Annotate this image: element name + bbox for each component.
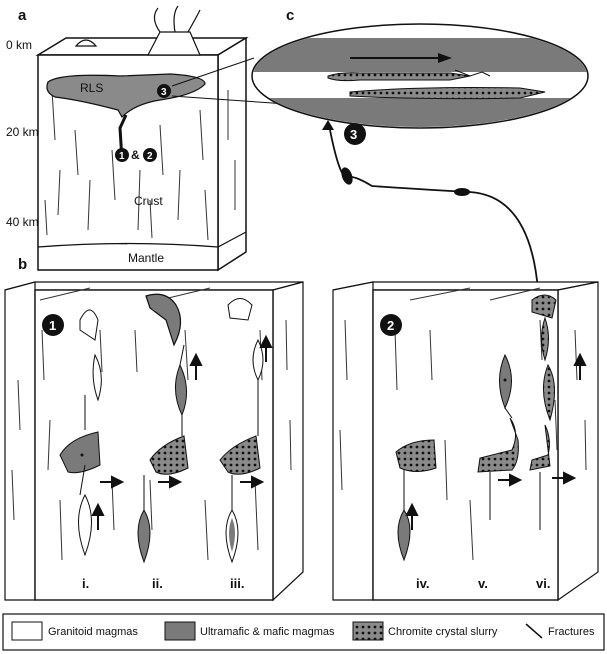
panel-c-letter: c	[286, 7, 294, 24]
badge-3-small-text: 3	[161, 87, 167, 98]
panel-a: a 0 km 20 km 40 km	[6, 5, 249, 272]
badge-2-small-text: 2	[147, 151, 153, 162]
badge-3-text: 3	[350, 127, 357, 142]
depth-label-20: 20 km	[6, 125, 39, 139]
mantle-label: Mantle	[128, 251, 164, 265]
stage-iv: iv.	[416, 576, 430, 591]
badge-3-small	[157, 84, 171, 98]
badge-1	[42, 314, 64, 336]
legend-granitoid-swatch	[11, 621, 43, 641]
badge-1-small	[115, 148, 129, 162]
legend-granitoid-label: Granitoid magmas	[48, 626, 138, 638]
amp-label: &	[131, 148, 140, 162]
stage-ii: ii.	[152, 576, 163, 591]
box-2: 2 iv. v. vi.	[332, 281, 599, 602]
depth-label-0: 0 km	[6, 38, 32, 52]
legend-chromite-swatch	[352, 621, 384, 641]
box-1: 1 i. ii. iii.	[4, 281, 304, 602]
legend-fractures-label: Fractures	[548, 626, 595, 638]
badge-1-text: 1	[49, 318, 56, 333]
fractures-a	[44, 89, 236, 241]
crust-block	[35, 5, 249, 272]
legend-mafic-swatch	[164, 621, 196, 641]
stage-i: i.	[82, 576, 89, 591]
panel-b: b	[4, 256, 599, 602]
crust-label: Crust	[134, 194, 163, 208]
badge-3	[344, 123, 366, 145]
stage-v: v.	[478, 576, 488, 591]
legend: Granitoid magmas Ultramafic & mafic magm…	[2, 613, 605, 651]
legend-fracture-icon	[525, 623, 543, 639]
depth-label-40: 40 km	[6, 215, 39, 229]
badge-2-text: 2	[387, 318, 394, 333]
stage-vi: vi.	[536, 576, 550, 591]
badge-2-small	[143, 148, 157, 162]
badge-2	[380, 314, 402, 336]
rls-label: RLS	[80, 81, 103, 95]
panel-a-letter: a	[18, 7, 27, 24]
stage-iii: iii.	[230, 576, 244, 591]
panel-b-letter: b	[18, 256, 27, 273]
badge-1-small-text: 1	[119, 151, 125, 162]
legend-chromite-label: Chromite crystal slurry	[388, 626, 498, 638]
connector-curve	[329, 129, 540, 303]
legend-mafic-label: Ultramafic & mafic magmas	[200, 626, 335, 638]
